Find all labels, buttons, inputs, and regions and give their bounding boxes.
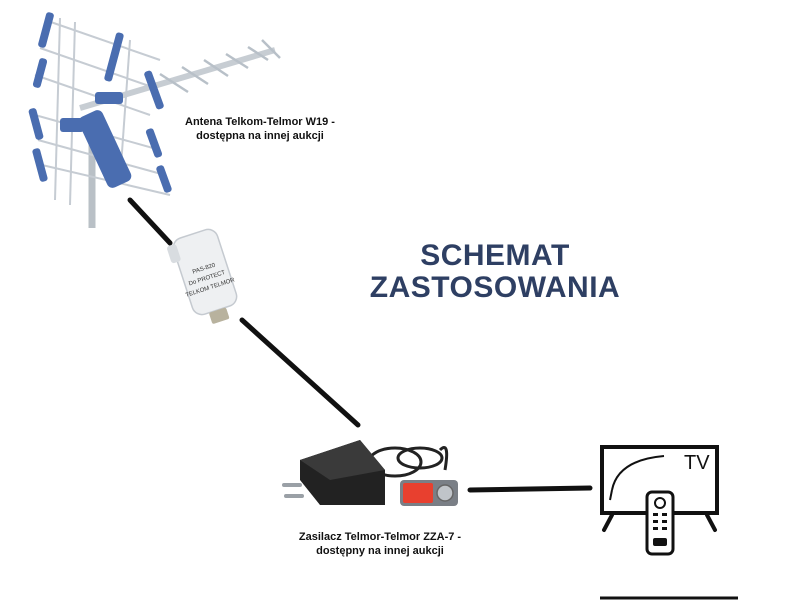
- tv-label: TV: [684, 452, 710, 474]
- power-supply-label-line-1: Zasilacz Telmor-Telmor ZZA-7 -: [298, 531, 462, 543]
- title-line-2: ZASTOSOWANIA: [369, 271, 621, 304]
- title-line-1: SCHEMAT: [420, 239, 570, 272]
- amplifier-image: PAS-820 Do PROTECT TELKOM TELMOR: [167, 228, 238, 324]
- remote-icon: [645, 490, 675, 556]
- antenna-label-line-1: Antena Telkom-Telmor W19 -: [185, 116, 335, 128]
- antenna-label-line-2: dostępna na innej aukcji: [196, 130, 324, 142]
- diagram-title: SCHEMAT ZASTOSOWANIA: [345, 240, 645, 304]
- antenna-image: [28, 12, 281, 228]
- cable-antenna-to-amplifier: [127, 197, 173, 246]
- cable-power-supply-to-tv: [467, 485, 593, 493]
- power-supply-label: Zasilacz Telmor-Telmor ZZA-7 - dostępny …: [270, 530, 490, 558]
- tv-icon: TV: [600, 445, 719, 556]
- antenna-label: Antena Telkom-Telmor W19 - dostępna na i…: [170, 115, 350, 143]
- cable-amplifier-to-power-supply: [239, 317, 361, 428]
- power-supply-image: [282, 440, 458, 506]
- power-supply-label-line-2: dostępny na innej aukcji: [316, 545, 444, 557]
